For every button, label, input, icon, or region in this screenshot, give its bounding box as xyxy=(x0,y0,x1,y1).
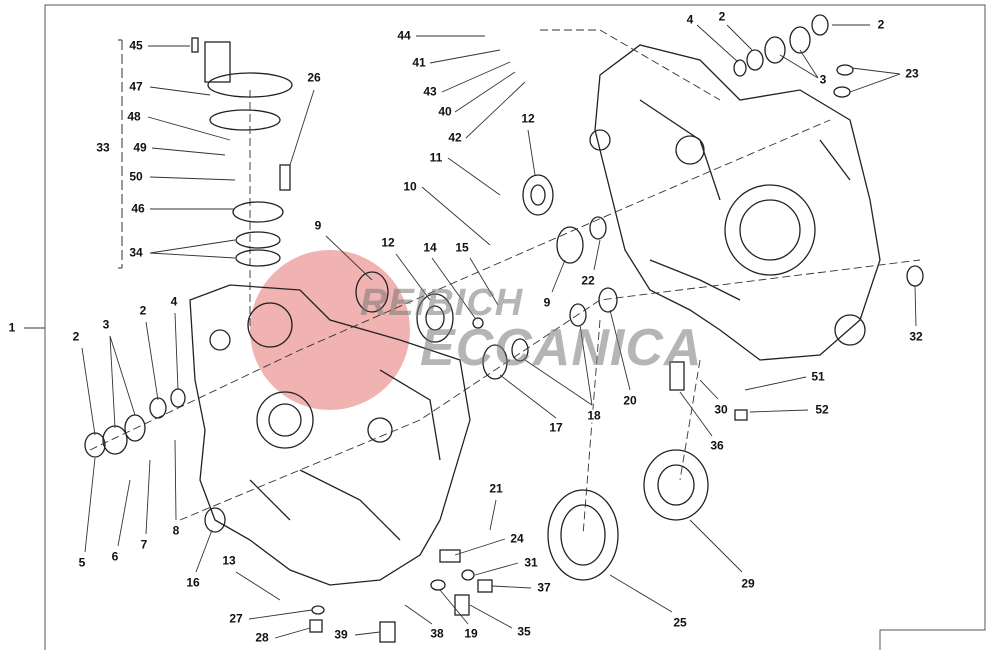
watermark-line2: ECCANICA xyxy=(420,319,703,377)
right-crankcase xyxy=(589,44,881,361)
part-label[interactable]: 50 xyxy=(128,169,144,184)
part-label[interactable]: 40 xyxy=(437,104,453,119)
part-label[interactable]: 51 xyxy=(810,369,826,384)
part-label[interactable]: 23 xyxy=(904,66,920,81)
part-label[interactable]: 39 xyxy=(333,627,349,642)
part-label[interactable]: 43 xyxy=(422,84,438,99)
part-label[interactable]: 4 xyxy=(169,294,179,309)
part-label[interactable]: 20 xyxy=(622,393,638,408)
part-label[interactable]: 12 xyxy=(380,235,396,250)
part-label[interactable]: 42 xyxy=(447,130,463,145)
part-label[interactable]: 12 xyxy=(520,111,536,126)
part-label[interactable]: 19 xyxy=(463,626,479,641)
left-crankcase xyxy=(189,284,471,586)
part-label[interactable]: 9 xyxy=(313,218,323,233)
part-label[interactable]: 6 xyxy=(110,549,120,564)
part-label[interactable]: 37 xyxy=(536,580,552,595)
part-label[interactable]: 47 xyxy=(128,79,144,94)
part-label[interactable]: 11 xyxy=(428,150,444,165)
part-label[interactable]: 38 xyxy=(429,626,445,641)
part-label[interactable]: 17 xyxy=(548,420,564,435)
part-label[interactable]: 46 xyxy=(130,201,146,216)
part-label[interactable]: 13 xyxy=(221,553,237,568)
part-label[interactable]: 49 xyxy=(132,140,148,155)
part-label[interactable]: 15 xyxy=(454,240,470,255)
watermark-line1: REIBICH xyxy=(360,282,524,324)
part-label[interactable]: 32 xyxy=(908,329,924,344)
part-label[interactable]: 3 xyxy=(818,72,828,87)
part-label[interactable]: 29 xyxy=(740,576,756,591)
part-label[interactable]: 4 xyxy=(685,12,695,27)
part-label[interactable]: 2 xyxy=(717,9,727,24)
part-label[interactable]: 1 xyxy=(7,320,17,335)
part-label[interactable]: 36 xyxy=(709,438,725,453)
part-label[interactable]: 2 xyxy=(138,303,148,318)
part-label[interactable]: 44 xyxy=(396,28,412,43)
part-label[interactable]: 31 xyxy=(523,555,539,570)
part-label[interactable]: 28 xyxy=(254,630,270,645)
part-label[interactable]: 7 xyxy=(139,537,149,552)
part-label[interactable]: 48 xyxy=(126,109,142,124)
part-label[interactable]: 2 xyxy=(876,17,886,32)
part-label[interactable]: 33 xyxy=(95,140,111,155)
part-label[interactable]: 25 xyxy=(672,615,688,630)
part-label[interactable]: 16 xyxy=(185,575,201,590)
part-label[interactable]: 3 xyxy=(101,317,111,332)
part-label[interactable]: 30 xyxy=(713,402,729,417)
part-label[interactable]: 9 xyxy=(542,295,552,310)
part-label[interactable]: 22 xyxy=(580,273,596,288)
part-label[interactable]: 8 xyxy=(171,523,181,538)
part-label[interactable]: 26 xyxy=(306,70,322,85)
part-label[interactable]: 5 xyxy=(77,555,87,570)
part-label[interactable]: 21 xyxy=(488,481,504,496)
frame xyxy=(44,4,986,650)
part-label[interactable]: 45 xyxy=(128,38,144,53)
part-label[interactable]: 10 xyxy=(402,179,418,194)
part-label[interactable]: 24 xyxy=(509,531,525,546)
part-label[interactable]: 35 xyxy=(516,624,532,639)
part-label[interactable]: 41 xyxy=(411,55,427,70)
part-label[interactable]: 2 xyxy=(71,329,81,344)
part-label[interactable]: 52 xyxy=(814,402,830,417)
part-label[interactable]: 14 xyxy=(422,240,438,255)
part-label[interactable]: 18 xyxy=(586,408,602,423)
watermark-logo xyxy=(250,250,410,410)
part-label[interactable]: 34 xyxy=(128,245,144,260)
part-label[interactable]: 27 xyxy=(228,611,244,626)
